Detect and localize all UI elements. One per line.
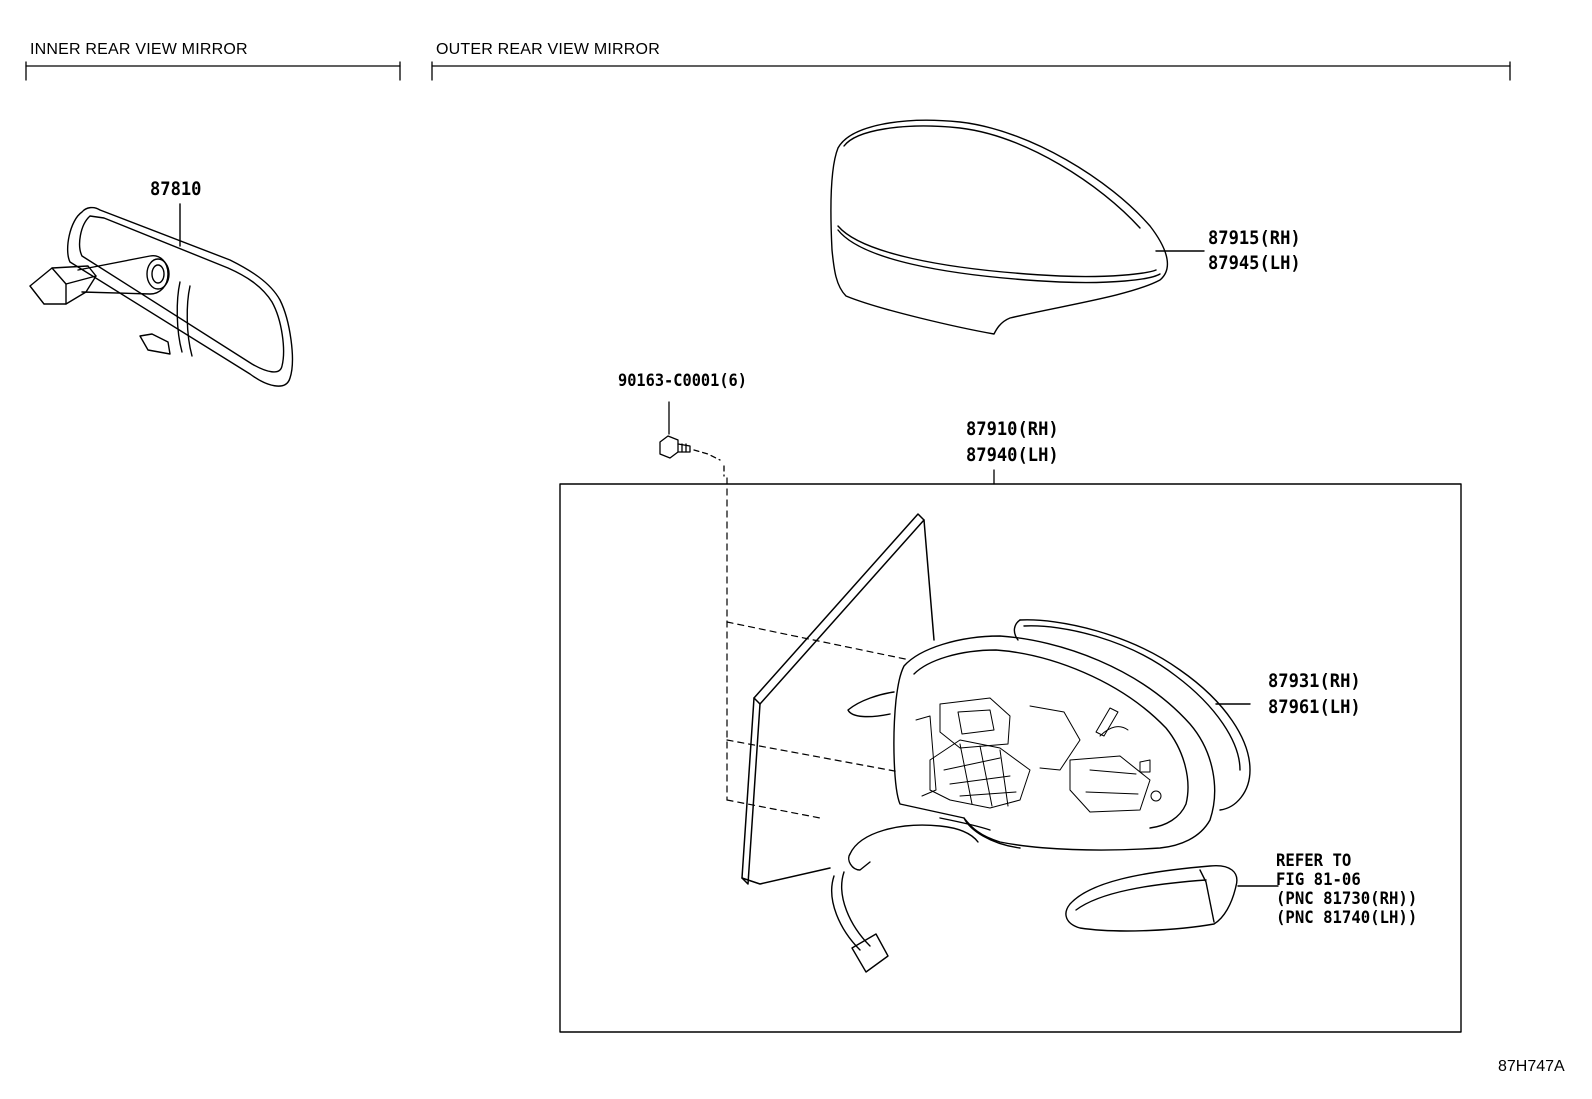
mirror-glass [741,513,935,885]
inner-rear-view-mirror [29,203,294,387]
reference-note-line-3: (PNC 81730(RH)) [1276,889,1418,909]
screw [659,401,725,477]
alignment-dashes [726,477,911,819]
assembly-frame [559,483,1462,1033]
reference-note-line-2: FIG 81-06 [1276,870,1361,890]
inner-section-header: INNER REAR VIEW MIRROR [30,41,248,58]
outer-section-bracket [431,61,1511,81]
part-number-cover-rh: 87915(RH) [1208,227,1301,249]
reference-note-line-1: REFER TO [1276,851,1352,871]
diagram-code: 87H747A [1498,1058,1565,1075]
mirror-cover [830,119,1205,335]
reference-note-line-4: (PNC 81740(LH)) [1276,908,1418,928]
inner-section-bracket [25,61,401,81]
part-number-inner-mirror: 87810 [150,178,202,200]
part-number-housing-rh: 87931(RH) [1268,670,1361,692]
turn-signal-lamp [1065,865,1279,932]
part-number-housing-lh: 87961(LH) [1268,696,1361,718]
part-number-assembly-rh: 87910(RH) [966,418,1059,440]
mirror-housing [831,619,1251,973]
part-number-cover-lh: 87945(LH) [1208,252,1301,274]
part-number-assembly-lh: 87940(LH) [966,444,1059,466]
part-number-screw: 90163-C0001(6) [618,371,747,391]
outer-section-header: OUTER REAR VIEW MIRROR [436,41,660,58]
